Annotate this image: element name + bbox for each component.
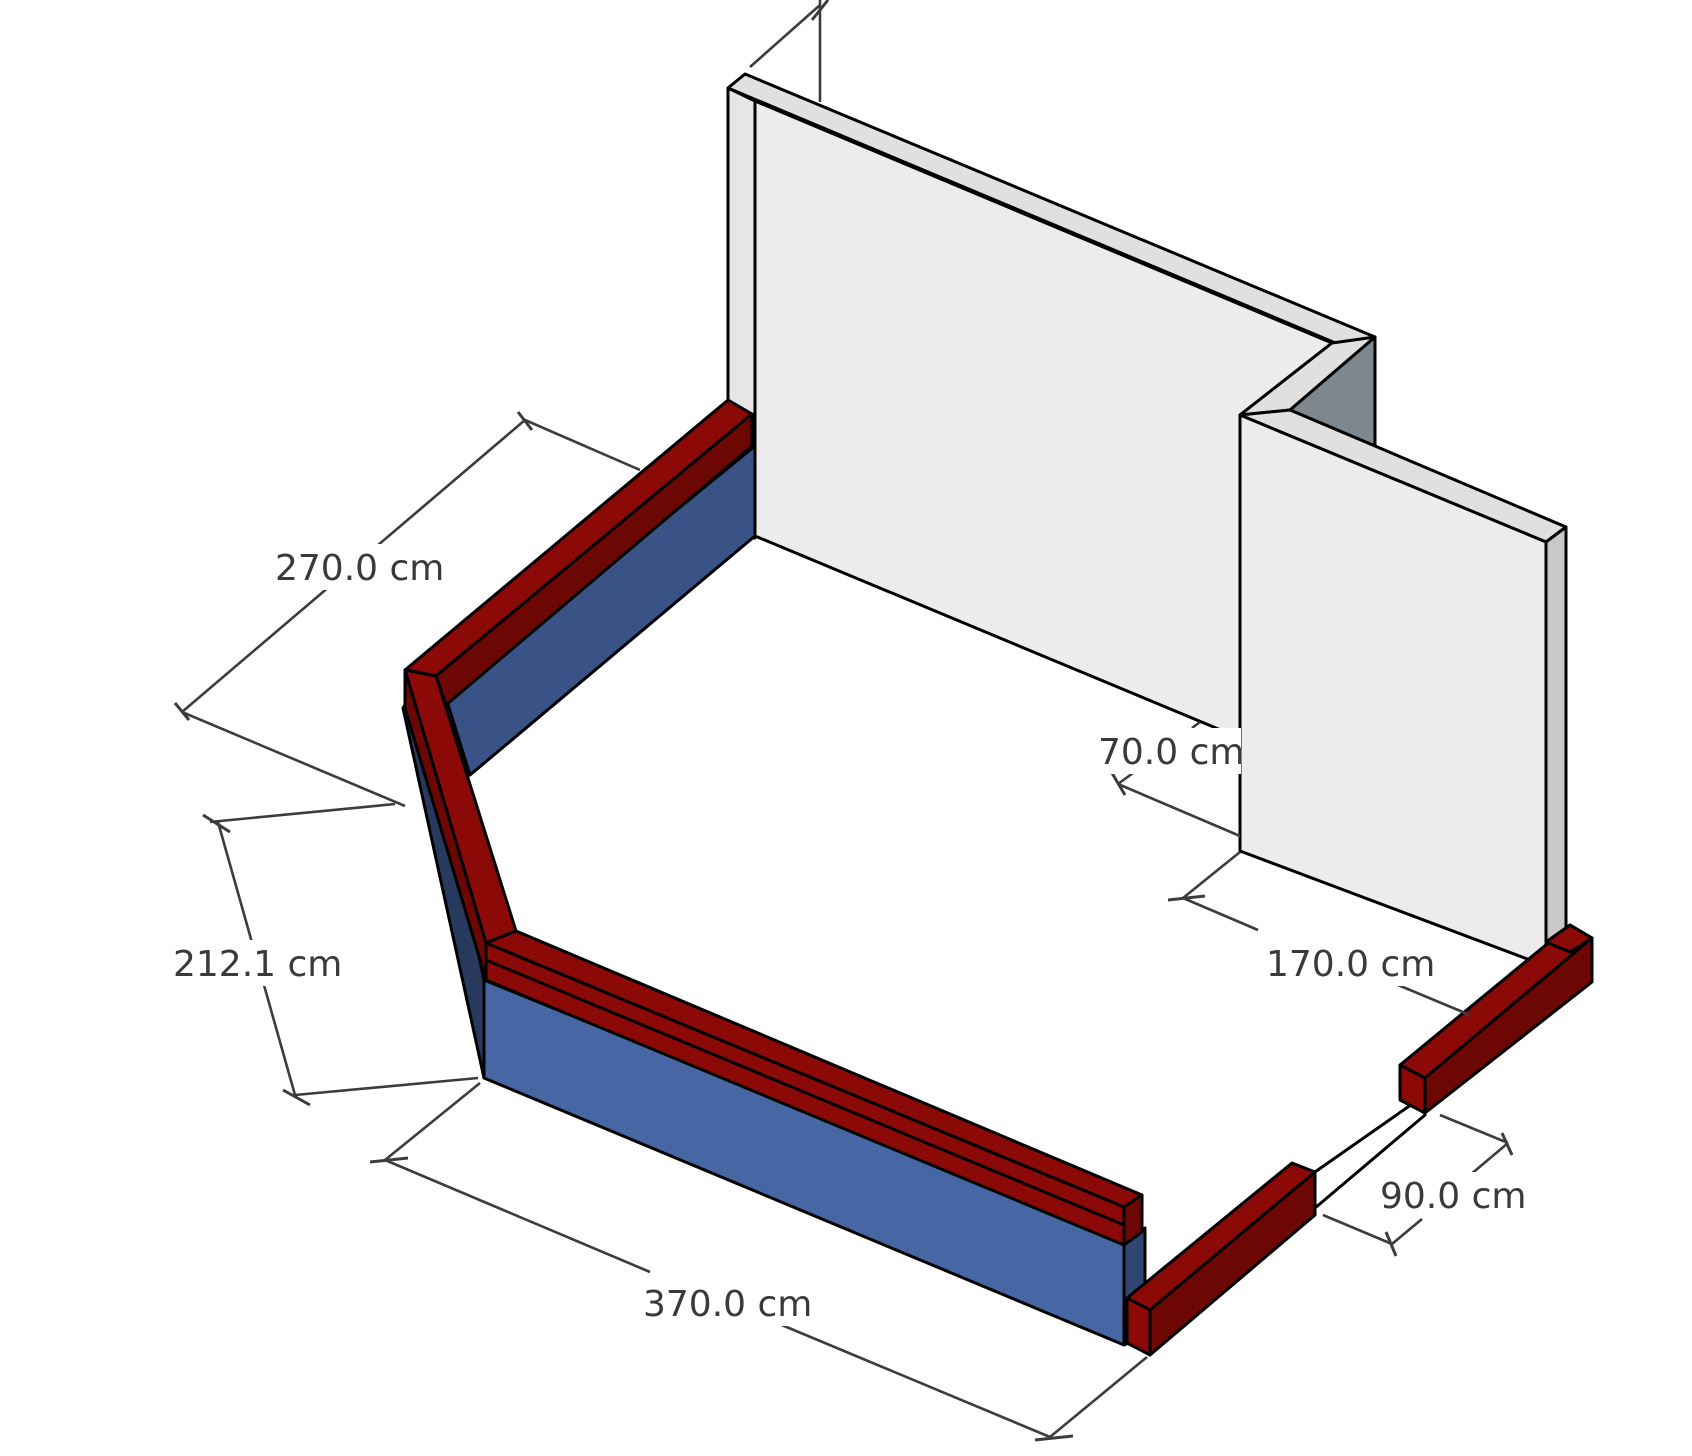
label-bg	[640, 1280, 806, 1326]
dim-label-opening: 90.0 cm	[1380, 1176, 1526, 1217]
counter-corner-cap	[1544, 923, 1594, 954]
label-bg	[1095, 728, 1241, 774]
right-wall	[1238, 408, 1568, 968]
dim-label-left-wall: 270.0 cm	[275, 548, 444, 589]
counter-front-groove	[485, 958, 1125, 1227]
counter-return-lower-side	[1148, 1170, 1317, 1357]
label-bg	[270, 544, 436, 590]
dimension-lines	[173, 0, 1514, 1442]
dimension-labels: 270.0 cm 212.1 cm 370.0 cm 70.0 cm 170.0…	[170, 544, 1526, 1326]
label-bg	[1378, 1172, 1524, 1218]
label-bg	[1262, 940, 1428, 986]
dim-label-front-run: 370.0 cm	[643, 1284, 812, 1325]
counter-return-lower-front	[1125, 1296, 1152, 1357]
dim-label-corner-diagonal: 212.1 cm	[173, 944, 342, 985]
appliance-gap	[1313, 1093, 1427, 1210]
right-wall-side	[1544, 525, 1568, 957]
dim-label-inner-offset: 70.0 cm	[1098, 732, 1244, 773]
counter-front-cap	[1122, 1193, 1144, 1247]
countertops	[403, 398, 1594, 1357]
counter-return-upper-side	[1423, 936, 1594, 1115]
label-bg	[170, 940, 336, 986]
dim-label-right-return: 170.0 cm	[1266, 944, 1435, 985]
base-cabinets	[401, 444, 1147, 1347]
